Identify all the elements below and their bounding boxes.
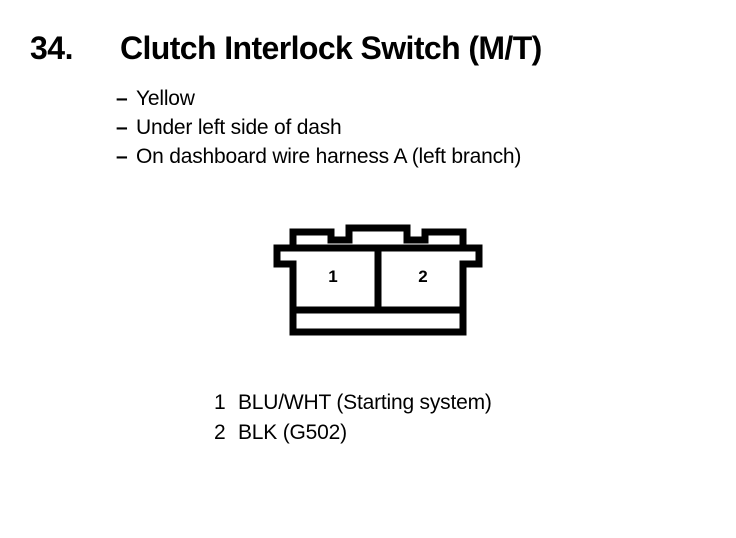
list-item: – On dashboard wire harness A (left bran… [116,142,716,171]
connector-bottom-band [289,306,467,336]
pin-number-1: 1 [328,267,337,286]
legend-pin-number: 1 [214,391,226,414]
list-item: – Yellow [116,84,716,113]
dash-icon: – [116,145,128,168]
item-number: 34. [30,30,73,66]
list-item-label: On dashboard wire harness A (left branch… [136,145,522,168]
legend-pin-number: 2 [214,421,226,444]
legend-pin-description: BLU/WHT (Starting system) [238,391,492,414]
page-title: Clutch Interlock Switch (M/T) [120,30,542,66]
dash-icon: – [116,116,128,139]
list-item: – Under left side of dash [116,113,716,142]
list-item-label: Under left side of dash [136,116,342,139]
page-header: 34. Clutch Interlock Switch (M/T) [30,28,706,74]
description-list: – Yellow – Under left side of dash – On … [116,84,716,171]
dash-icon: – [116,87,128,110]
legend-row: 2 BLK (G502) [214,418,684,448]
legend-row: 1 BLU/WHT (Starting system) [214,388,684,418]
list-item-label: Yellow [136,87,195,110]
legend-pin-description: BLK (G502) [238,421,347,444]
connector-outline-icon: 1 2 [273,224,483,336]
pin-legend: 1 BLU/WHT (Starting system) 2 BLK (G502) [214,388,684,448]
pin-number-2: 2 [418,267,427,286]
connector-diagram: 1 2 [248,224,488,340]
